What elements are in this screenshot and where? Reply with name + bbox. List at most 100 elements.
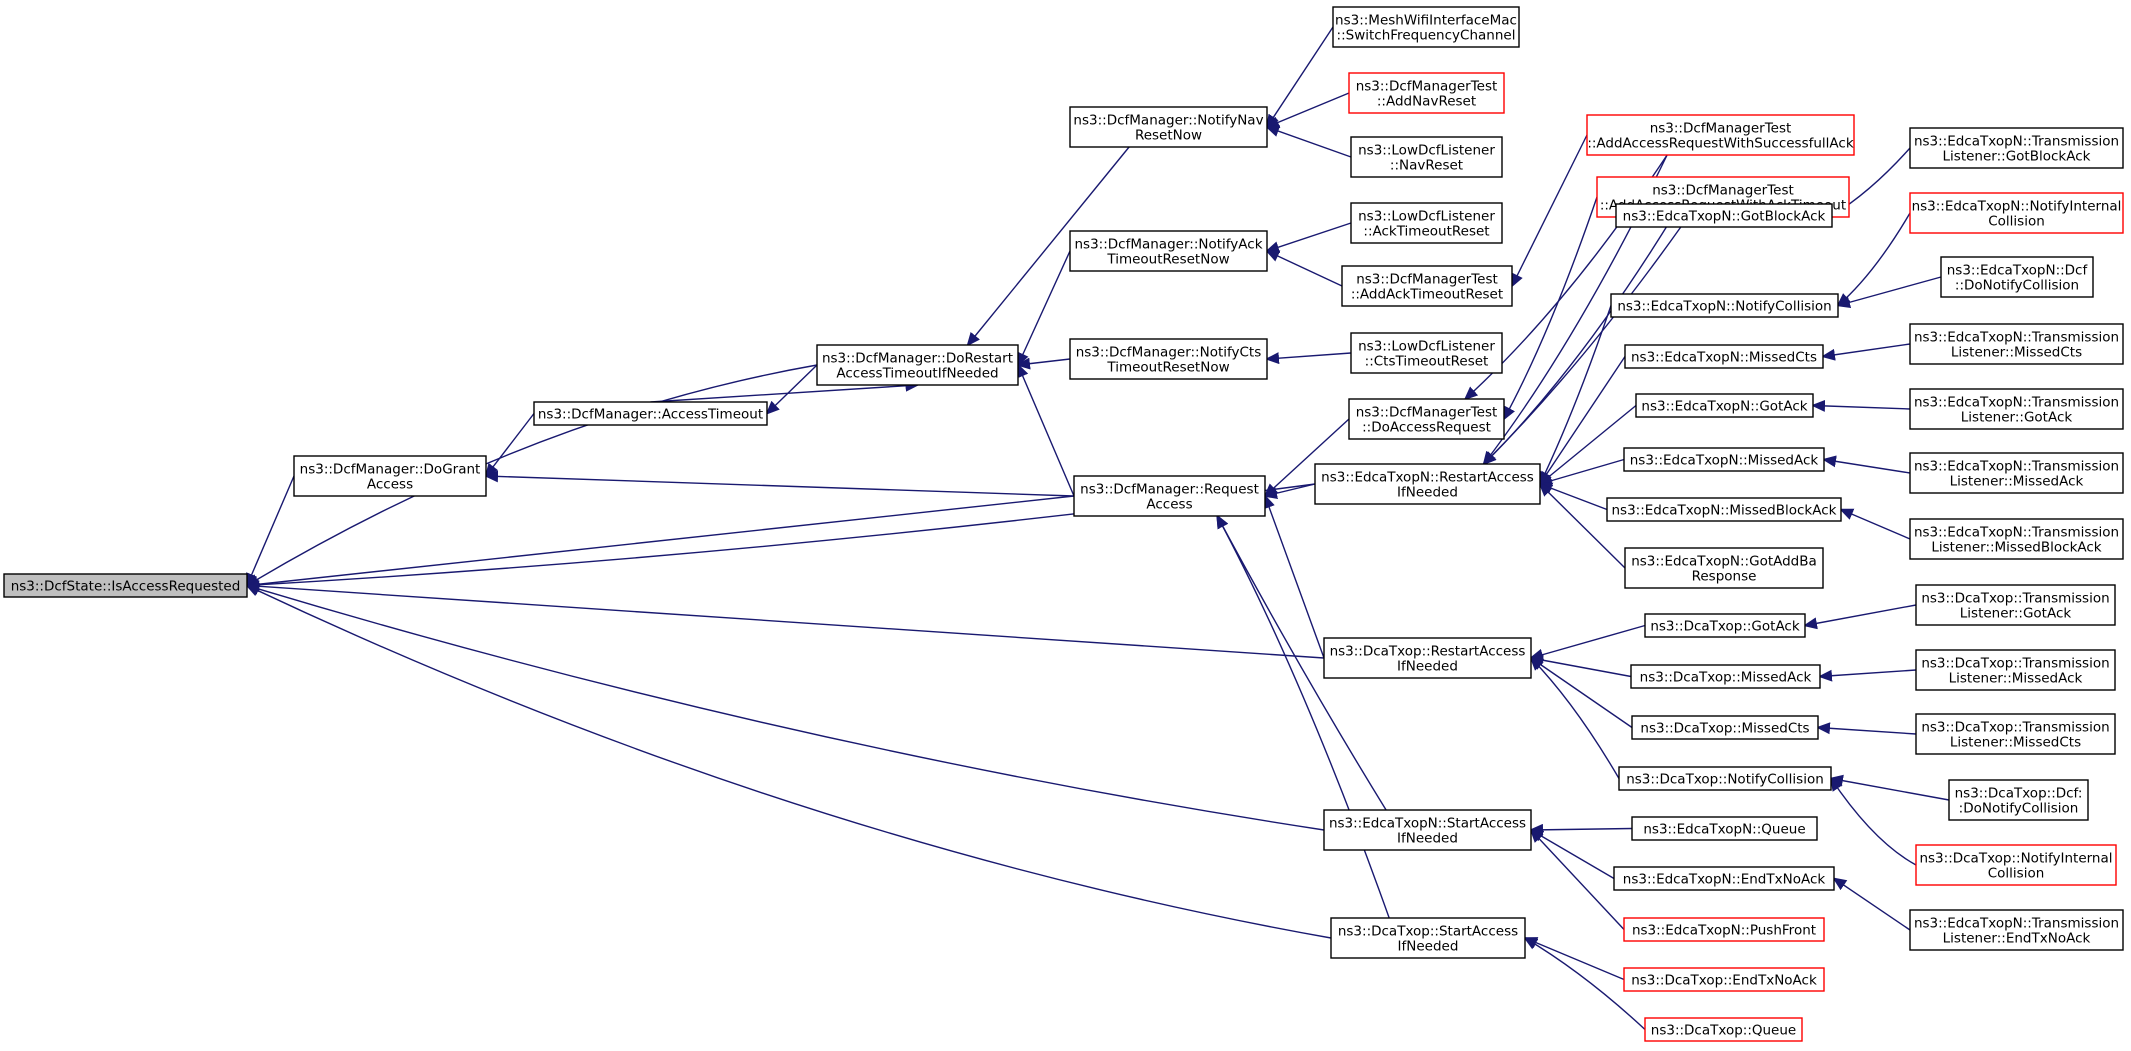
graph-node-tlMissedBlockAck[interactable]: ns3::EdcaTxopN::TransmissionListener::Mi… <box>1909 518 2124 560</box>
node-label-line: ns3::DcaTxop::Transmission <box>1921 591 2109 607</box>
node-box <box>1323 809 1532 851</box>
graph-node-lowAck[interactable]: ns3::LowDcfListener::AckTimeoutReset <box>1350 202 1503 244</box>
node-label-line: ns3::EdcaTxopN::StartAccess <box>1329 816 1526 832</box>
graph-node-dtlMissedCts[interactable]: ns3::DcaTxop::TransmissionListener::Miss… <box>1915 713 2116 755</box>
node-label-line: ::AckTimeoutReset <box>1363 224 1489 240</box>
graph-node-edcaDcfNotify[interactable]: ns3::EdcaTxopN::Dcf::DoNotifyCollision <box>1940 256 2094 298</box>
graph-node-tlGotBlockAck[interactable]: ns3::EdcaTxopN::TransmissionListener::Go… <box>1909 127 2124 169</box>
node-box <box>1623 967 1825 992</box>
edge-testAddNav-to-notifyNav <box>1265 92 1350 128</box>
graph-node-edcaEndTx[interactable]: ns3::EdcaTxopN::EndTxNoAck <box>1613 866 1835 891</box>
node-box <box>1350 136 1503 178</box>
node-label-line: ::AddAckTimeoutReset <box>1351 287 1503 303</box>
node-label-line: ns3::DcaTxop::Queue <box>1651 1023 1796 1039</box>
node-label-line: ns3::DcfManagerTest <box>1652 183 1794 199</box>
edge-request-to-doGrant <box>484 470 1075 497</box>
node-label-line: TimeoutResetNow <box>1106 252 1229 268</box>
edge-notifyNav-to-doRestart <box>966 146 1130 347</box>
graph-node-dtlMissedAck[interactable]: ns3::DcaTxop::TransmissionListener::Miss… <box>1915 649 2116 691</box>
graph-node-testAddNav[interactable]: ns3::DcfManagerTest::AddNavReset <box>1348 72 1505 114</box>
graph-node-dcaMissedAck[interactable]: ns3::DcaTxop::MissedAck <box>1630 664 1821 689</box>
node-box <box>533 401 768 426</box>
edge-notifyCts-to-doRestart <box>1016 357 1071 370</box>
graph-node-testDoAccess[interactable]: ns3::DcfManagerTest::DoAccessRequest <box>1348 398 1505 440</box>
node-label-line: ns3::EdcaTxopN::Queue <box>1643 822 1805 838</box>
edge-doRestart-to-root <box>245 364 818 587</box>
graph-node-dcaDcfNotify[interactable]: ns3::DcaTxop::Dcf::DoNotifyCollision <box>1948 779 2089 821</box>
graph-node-tlEndTx[interactable]: ns3::EdcaTxopN::TransmissionListener::En… <box>1909 909 2124 951</box>
node-label-line: Listener::GotAck <box>1960 606 2072 622</box>
edge-accessTimeout-to-doRestart <box>650 379 920 403</box>
graph-node-tlGotAck[interactable]: ns3::EdcaTxopN::TransmissionListener::Go… <box>1909 388 2124 430</box>
node-label-line: ns3::DcaTxop::Transmission <box>1921 656 2109 672</box>
node-box <box>1323 637 1532 679</box>
graph-node-dcaQueue[interactable]: ns3::DcaTxop::Queue <box>1644 1017 1803 1042</box>
node-box <box>1613 866 1835 891</box>
node-box <box>1069 338 1268 380</box>
edge-dcaNotifyCollision-to-dcaRestart <box>1529 656 1620 779</box>
node-label-line: ns3::LowDcfListener <box>1358 143 1495 159</box>
graph-node-testAddAckTimeoutReset[interactable]: ns3::DcfManagerTest::AddAckTimeoutReset <box>1341 265 1513 307</box>
graph-node-edcaGotBlockAck[interactable]: ns3::EdcaTxopN::GotBlockAck <box>1615 203 1833 228</box>
graph-node-edcaMissedBlockAck[interactable]: ns3::EdcaTxopN::MissedBlockAck <box>1606 497 1842 522</box>
graph-node-meshSwitch[interactable]: ns3::MeshWifiInterfaceMac::SwitchFrequen… <box>1332 6 1520 48</box>
graph-node-dcaMissedCts[interactable]: ns3::DcaTxop::MissedCts <box>1631 715 1819 740</box>
graph-node-root[interactable]: ns3::DcfState::IsAccessRequested <box>3 573 248 598</box>
graph-node-doRestart[interactable]: ns3::DcfManager::DoRestartAccessTimeoutI… <box>816 344 1019 386</box>
graph-node-accessTimeout[interactable]: ns3::DcfManager::AccessTimeout <box>533 401 768 426</box>
node-box <box>1606 497 1842 522</box>
node-label-line: ns3::DcfManagerTest <box>1356 405 1498 421</box>
node-box <box>1909 909 2124 951</box>
node-box <box>1644 613 1806 638</box>
node-box <box>1915 713 2116 755</box>
graph-node-edcaPushFront[interactable]: ns3::EdcaTxopN::PushFront <box>1623 917 1825 942</box>
node-box <box>1644 1017 1803 1042</box>
edge-edcaStart-to-root <box>245 583 1325 831</box>
graph-node-lowCts[interactable]: ns3::LowDcfListener::CtsTimeoutReset <box>1350 332 1503 374</box>
graph-node-edcaNotifyCollision[interactable]: ns3::EdcaTxopN::NotifyCollision <box>1610 293 1839 318</box>
node-label-line: TimeoutResetNow <box>1106 360 1229 376</box>
edge-tlMissedBlockAck-to-edcaMissedBlockAck <box>1839 508 1911 540</box>
graph-node-lowNav[interactable]: ns3::LowDcfListener::NavReset <box>1350 136 1503 178</box>
edge-edcaGotBlockAck-to-edcaRestart <box>1482 226 1682 466</box>
node-label-line: ::AddAccessRequestWithSuccessfullAck <box>1587 136 1854 152</box>
graph-node-dcaEndTx[interactable]: ns3::DcaTxop::EndTxNoAck <box>1623 967 1825 992</box>
node-label-line: ns3::EdcaTxopN::GotAddBa <box>1631 554 1817 570</box>
graph-node-notifyCts[interactable]: ns3::DcfManager::NotifyCtsTimeoutResetNo… <box>1069 338 1268 380</box>
node-label-line: ns3::DcfManager::NotifyAck <box>1074 237 1262 253</box>
node-label-line: ns3::DcaTxop::EndTxNoAck <box>1631 973 1817 989</box>
node-box <box>1915 649 2116 691</box>
node-label-line: Listener::EndTxNoAck <box>1943 931 2091 947</box>
node-label-line: ns3::EdcaTxopN::Dcf <box>1947 263 2089 279</box>
graph-node-dcaNotifyCollision[interactable]: ns3::DcaTxop::NotifyCollision <box>1618 766 1832 791</box>
graph-node-dcaGotAck[interactable]: ns3::DcaTxop::GotAck <box>1644 613 1806 638</box>
node-box <box>3 573 248 598</box>
graph-node-edcaMissedAck[interactable]: ns3::EdcaTxopN::MissedAck <box>1623 447 1825 472</box>
edge-edcaQueue-to-edcaStart <box>1529 823 1633 836</box>
node-label-line: ns3::EdcaTxopN::NotifyInternal <box>1912 199 2122 215</box>
graph-node-edcaGotAck[interactable]: ns3::EdcaTxopN::GotAck <box>1635 393 1814 418</box>
edge-dcaQueue-to-dcaStart <box>1523 936 1646 1031</box>
graph-node-testSuccessAck[interactable]: ns3::DcfManagerTest::AddAccessRequestWit… <box>1586 114 1855 156</box>
node-box <box>1341 265 1513 307</box>
node-label-line: Listener::MissedBlockAck <box>1931 540 2101 556</box>
edge-dcaStart-to-request <box>1216 514 1390 919</box>
graph-node-edcaQueue[interactable]: ns3::EdcaTxopN::Queue <box>1631 816 1818 841</box>
graph-node-edcaMissedCts[interactable]: ns3::EdcaTxopN::MissedCts <box>1624 344 1824 369</box>
graph-node-notifyAck[interactable]: ns3::DcfManager::NotifyAckTimeoutResetNo… <box>1069 230 1268 272</box>
graph-node-tlMissedAck[interactable]: ns3::EdcaTxopN::TransmissionListener::Mi… <box>1909 452 2124 494</box>
node-label-line: ns3::EdcaTxopN::Transmission <box>1914 525 2119 541</box>
graph-node-tlMissedCts[interactable]: ns3::EdcaTxopN::TransmissionListener::Mi… <box>1909 323 2124 365</box>
graph-node-dtlGotAck[interactable]: ns3::DcaTxop::TransmissionListener::GotA… <box>1915 584 2116 626</box>
